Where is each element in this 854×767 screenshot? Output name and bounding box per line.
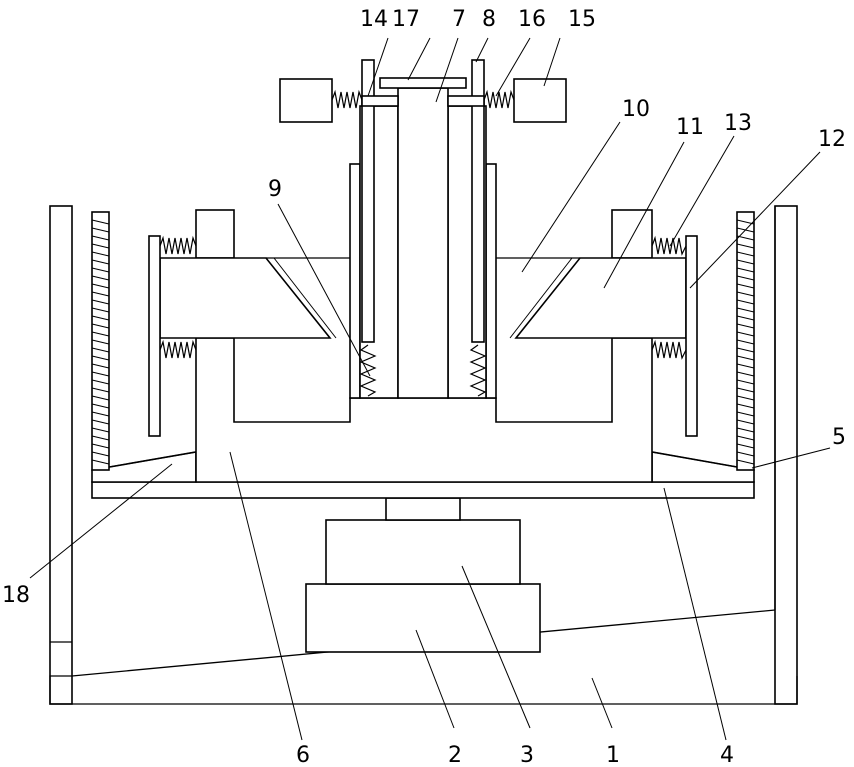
motor-block	[306, 498, 540, 652]
label-18: 18	[2, 583, 30, 608]
right-clamp-arm	[496, 258, 686, 338]
label-2: 2	[448, 743, 462, 767]
left-rack	[92, 212, 109, 470]
label-4: 4	[720, 743, 734, 767]
label-14: 14	[360, 7, 388, 32]
label-5: 5	[832, 425, 846, 450]
label-17: 17	[392, 7, 420, 32]
label-7: 7	[452, 7, 466, 32]
right-rack	[737, 212, 754, 470]
label-6: 6	[296, 743, 310, 767]
label-3: 3	[520, 743, 534, 767]
label-16: 16	[518, 7, 546, 32]
label-11: 11	[676, 115, 704, 140]
label-9: 9	[268, 177, 282, 202]
left-clamp-arm	[160, 258, 350, 338]
label-1: 1	[606, 743, 620, 767]
label-13: 13	[724, 111, 752, 136]
label-12: 12	[818, 127, 846, 152]
label-10: 10	[622, 97, 650, 122]
label-15: 15	[568, 7, 596, 32]
label-8: 8	[482, 7, 496, 32]
